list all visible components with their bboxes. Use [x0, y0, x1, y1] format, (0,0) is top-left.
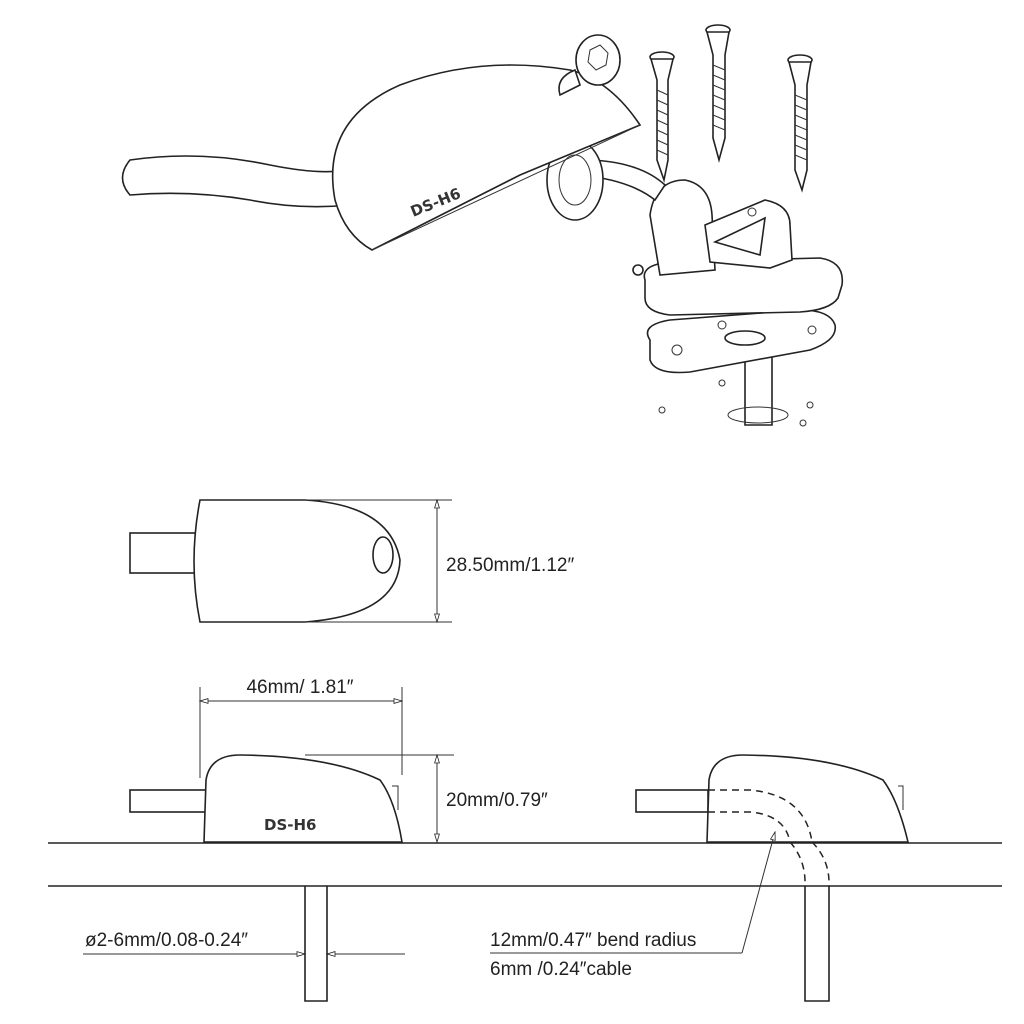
housing-side-cutaway: [706, 754, 910, 843]
side-view: 46mm/ 1.81″ DS-H6 20mm/0.79″ ø2-6mm/0.08…: [48, 677, 1002, 1002]
hex-bolt: [558, 34, 621, 97]
deck-hole: [727, 406, 789, 424]
cable-through-deck: [804, 886, 830, 1002]
cable: [129, 789, 207, 813]
wedge: [712, 216, 766, 257]
bend-radius-label: 12mm/0.47″ bend radius: [490, 930, 696, 951]
cable: [129, 532, 197, 574]
housing-shell: [331, 64, 642, 251]
housing-side: [203, 754, 403, 843]
top-view: 28.50mm/1.12″: [129, 499, 574, 623]
cable-hole: [304, 886, 328, 1002]
length-dimension: 46mm/ 1.81″: [246, 677, 353, 698]
cable-size-label: 6mm /0.24″cable: [490, 959, 632, 980]
cable: [635, 789, 709, 813]
perspective-view: DS-H6: [121, 24, 844, 427]
screw: [787, 54, 813, 193]
hole-diameter-dimension: ø2-6mm/0.08-0.24″: [85, 930, 248, 951]
height-dimension: 20mm/0.79″: [446, 790, 548, 811]
cable: [121, 155, 351, 208]
screw: [705, 24, 731, 164]
cable-path: [708, 789, 813, 843]
model-label-side: DS-H6: [264, 816, 316, 834]
width-dimension: 28.50mm/1.12″: [446, 555, 574, 576]
housing-top: [193, 499, 401, 623]
screw: [649, 51, 675, 184]
